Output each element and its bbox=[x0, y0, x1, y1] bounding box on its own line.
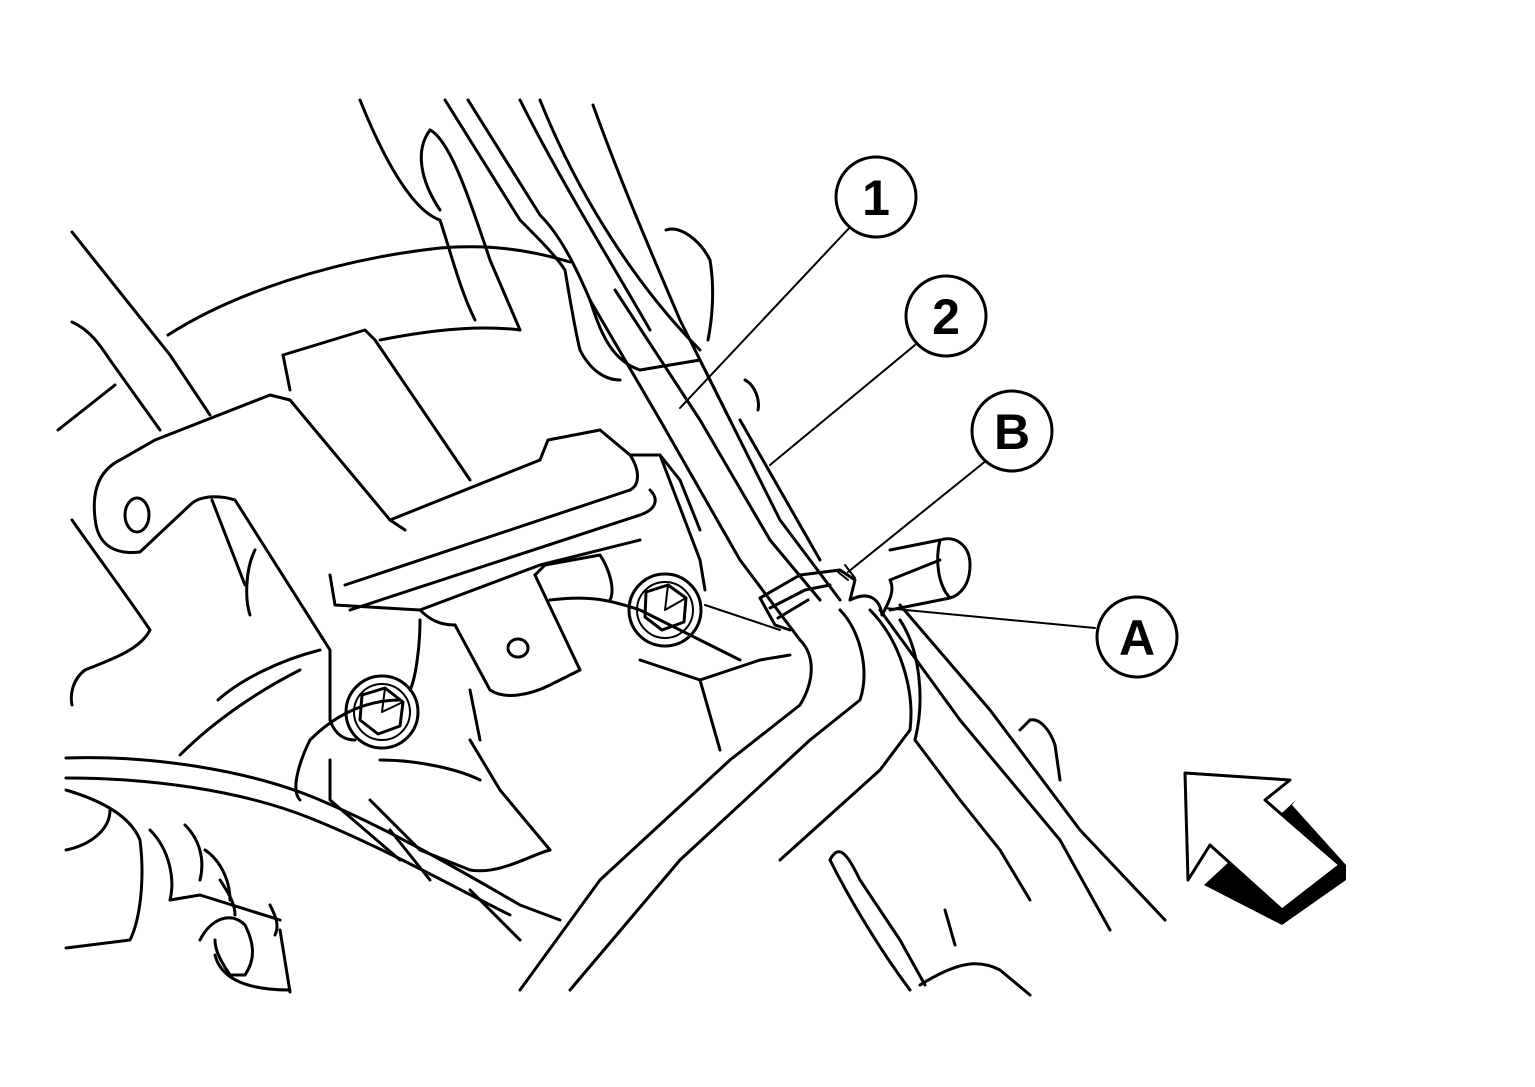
front-direction-arrow-icon bbox=[1183, 771, 1346, 925]
leader-b bbox=[847, 459, 988, 573]
leader-a bbox=[884, 607, 1096, 629]
callout-a: A bbox=[1095, 595, 1179, 679]
pipe-clip bbox=[758, 537, 972, 632]
bolt-left bbox=[344, 674, 420, 750]
bolt-right bbox=[627, 572, 703, 648]
leader-a-extra bbox=[704, 604, 781, 631]
callout-1: 1 bbox=[834, 155, 918, 239]
svg-text:B: B bbox=[994, 404, 1030, 460]
svg-text:1: 1 bbox=[862, 170, 890, 226]
callout-b: B bbox=[970, 389, 1054, 473]
callout-2: 2 bbox=[904, 274, 988, 358]
svg-text:A: A bbox=[1119, 610, 1155, 666]
mounting-bracket bbox=[92, 328, 792, 752]
leader-1 bbox=[679, 224, 853, 409]
svg-text:2: 2 bbox=[932, 289, 960, 345]
lower-housing bbox=[294, 618, 552, 942]
hose-cable bbox=[64, 756, 562, 994]
brake-tube bbox=[518, 288, 1167, 997]
leader-2 bbox=[769, 344, 916, 466]
strut-frame bbox=[358, 98, 760, 422]
rotor-housing bbox=[56, 230, 572, 757]
leader-lines bbox=[679, 224, 1096, 631]
